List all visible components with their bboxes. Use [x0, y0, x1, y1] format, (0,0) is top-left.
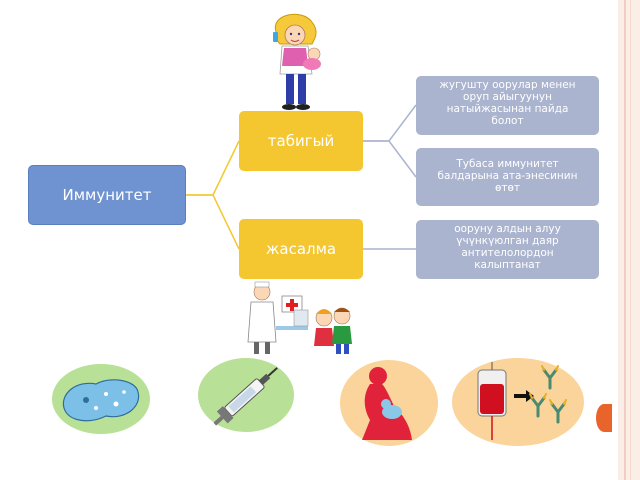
node-branch-natural: табигый [239, 111, 363, 171]
breastfeeding-icon [362, 367, 412, 440]
accent-tab [596, 404, 612, 432]
leaf-line: болот [491, 115, 524, 127]
doctor-with-children-icon [247, 281, 352, 354]
node-leaf-prevention: ооруну алдын алуу үчүнкүюлган даяр антит… [416, 220, 599, 279]
node-leaf-acquired-after-illness: жугушту оорулар менен оруп айыгуунун нат… [416, 76, 599, 135]
leaf-line: Тубаса иммунитет [456, 158, 559, 170]
leaf-line: өтөт [494, 182, 521, 194]
leaf-line: жугушту оорулар менен [439, 79, 576, 91]
node-leaf-innate: Тубаса иммунитет балдарына ата-энесинин … [416, 148, 599, 206]
leaf-line: ооруну алдын алуу [454, 223, 561, 235]
node-branch-artificial: жасалма [239, 219, 363, 279]
node-root: Иммунитет [28, 165, 186, 225]
connector-root-branch2 [186, 194, 240, 250]
blood-bag-circle [452, 358, 584, 446]
connector-branch1-leaf2 [363, 140, 417, 178]
syringe-icon [213, 367, 278, 426]
slide-border [618, 0, 640, 480]
connector-root-branch1 [186, 140, 240, 196]
connector-branch1-leaf1 [363, 104, 417, 142]
node-root-label: Иммунитет [62, 186, 152, 204]
leaf-line: балдарына ата-энесинин [437, 170, 578, 182]
leaf-line: үчүнкүюлган даяр [456, 235, 559, 247]
node-branch-label: жасалма [265, 240, 337, 258]
node-branch-label: табигый [267, 132, 335, 150]
blood-bag-antibodies-icon [477, 362, 567, 440]
leaf-line: оруп айыгуунун [463, 91, 552, 103]
leaf-line: калыптанат [474, 259, 541, 271]
leaf-line: антителолордон [461, 247, 554, 259]
mother-with-baby-icon [273, 13, 321, 110]
leaf-line: натыйжасынан пайда [446, 103, 569, 115]
amoeba-icon [62, 379, 140, 422]
